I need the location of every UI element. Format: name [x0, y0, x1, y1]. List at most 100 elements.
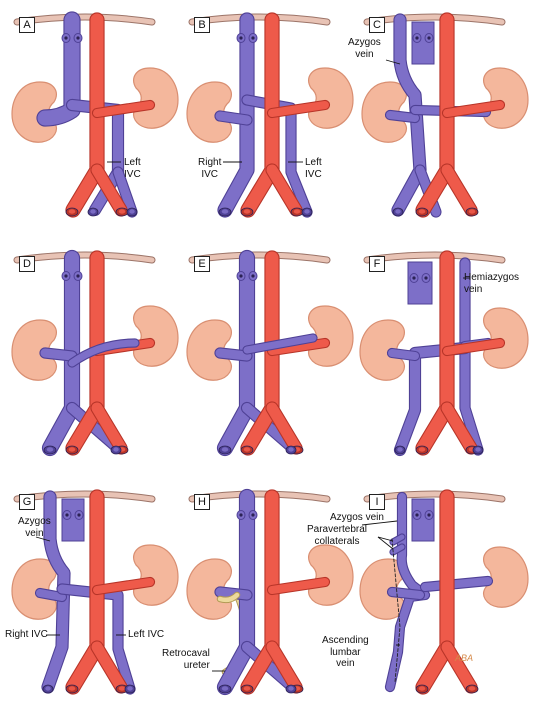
panel-letter-f: F	[369, 256, 385, 272]
panel-g-vein-end-2-lumen	[127, 686, 133, 691]
panel-a-right-kidney	[133, 67, 179, 129]
panel-f-vein-end-1-lumen	[397, 447, 403, 452]
panel-c-vein-end-1-lumen	[395, 209, 401, 214]
panel-h-left-renal-vein	[215, 587, 252, 600]
panel-f-hemiazygos	[460, 258, 483, 455]
panel-f-right-kidney	[483, 307, 529, 369]
panel-h-ureter-top	[217, 592, 240, 603]
panel-b-aorta-iliac-r-end-lumen	[293, 209, 301, 214]
label-retrocaval-ureter-h: Retrocaval ureter	[162, 648, 210, 671]
panel-c-hepatic-r-lumen	[427, 36, 431, 40]
panel-c-right-kidney	[483, 67, 529, 129]
panel-h-right-kidney	[308, 544, 354, 606]
panel-i-aorta-iliac-l-end-lumen	[418, 686, 426, 691]
panel-a-right-renal-artery	[93, 101, 154, 117]
panel-h-vein-end-2-lumen	[288, 686, 294, 691]
panel-a-aorta-right-iliac	[91, 164, 127, 216]
panel-i-leader-collateral-1	[377, 536, 394, 542]
panel-a-aorta-iliac-r-end-lumen	[118, 209, 126, 214]
label-hemiazygos-f: Hemiazygos vein	[464, 272, 520, 295]
panel-c-hepatic-segment	[411, 21, 435, 65]
panel-letter-b: B	[194, 17, 210, 33]
label-right-ivc-g: Right IVC	[5, 629, 48, 640]
label-azygos-c: Azygos vein	[348, 37, 381, 60]
panel-g-left-kidney	[11, 558, 57, 620]
panel-d-retroaortic-renal-vein	[68, 339, 139, 367]
panel-i-leader-collateral-2	[377, 536, 394, 550]
panel-e-left-renal-vein	[215, 348, 252, 361]
panel-i-diaphragm	[364, 491, 505, 502]
panel-f-right-renal-artery	[443, 339, 504, 355]
panel-e-retroaortic-renal-vein	[243, 334, 317, 354]
panel-g-left-renal-vein	[36, 589, 66, 601]
panel-e-vein-end-1-lumen	[221, 447, 229, 452]
panel-h-left-kidney	[186, 558, 232, 620]
panel-d-diaphragm	[14, 252, 155, 263]
panel-c-aorta-iliac-r-end-lumen	[468, 209, 476, 214]
panel-f-left-kidney	[359, 319, 405, 381]
panel-i-hepatic-l-lumen	[415, 513, 419, 517]
panel-i-azygos	[397, 493, 429, 599]
panel-i-leader-azygos	[361, 520, 398, 526]
panel-b-hepatic-l-lumen	[239, 36, 243, 40]
panel-f-diaphragm	[364, 252, 505, 263]
panel-i-hepatic-r-lumen	[427, 513, 431, 517]
label-left-ivc-g: Left IVC	[128, 629, 165, 640]
panel-g-right-kidney	[133, 544, 179, 606]
panel-h-aorta-right-iliac	[266, 641, 302, 693]
panel-a-vein-end-2-lumen	[129, 209, 135, 214]
panel-b-vein-end-1-lumen	[221, 209, 229, 214]
panel-g-hepatic-r-lumen	[77, 513, 81, 517]
panel-letter-d: D	[19, 256, 35, 272]
panel-b-right-renal-artery	[268, 101, 329, 117]
label-left-ivc-b: Left IVC	[305, 157, 322, 180]
panel-f-hepatic-segment	[407, 261, 433, 305]
panel-e-left-kidney	[186, 319, 232, 381]
panel-d-vein-end-1-lumen	[46, 447, 54, 452]
panel-d-vein-end-2-lumen	[113, 447, 119, 452]
panel-c-leader-azygos	[385, 59, 401, 65]
panel-d-right-kidney	[133, 305, 179, 367]
panel-h-vein-end-1-lumen	[221, 686, 229, 691]
panel-i-aorta-iliac-r-end-lumen	[468, 686, 476, 691]
panel-f-vein-end-2-lumen	[475, 447, 481, 452]
panel-b-left-renal-vein	[215, 111, 252, 125]
label-azygos-g: Azygos vein	[18, 516, 51, 539]
artist-signature: ABA	[455, 653, 474, 663]
panel-f-hepatic-r-lumen	[424, 276, 428, 280]
panel-letter-h: H	[194, 494, 210, 510]
panel-i-collateral-1	[390, 534, 405, 545]
panel-b-vein-end-2-lumen	[304, 209, 310, 214]
panel-e-right-renal-artery	[268, 339, 329, 355]
panel-d-hepatic-r-lumen	[76, 274, 80, 278]
panel-a-left-iliac-vein	[113, 167, 137, 217]
panel-d-hepatic-l-lumen	[64, 274, 68, 278]
panel-g-right-ivc	[42, 491, 70, 693]
panel-h-hepatic-r-lumen	[251, 513, 255, 517]
panel-i-dashed-path	[391, 538, 401, 683]
panel-c-right-renal-artery	[443, 101, 504, 117]
panel-a-vein-end-1-lumen	[90, 209, 96, 214]
panel-a-hepatic-l-lumen	[64, 36, 68, 40]
panel-a-diaphragm	[14, 14, 155, 25]
panel-b-right-ivc	[218, 13, 254, 217]
panel-letter-e: E	[194, 256, 210, 272]
panel-i-right-kidney	[483, 546, 529, 608]
panel-h-diaphragm	[189, 491, 330, 502]
panel-c-aorta-iliac-l-end-lumen	[418, 209, 426, 214]
panel-d-aorta-right-iliac	[91, 402, 127, 454]
panel-e-aorta-right-iliac	[266, 402, 302, 454]
panel-e-diaphragm	[189, 252, 330, 263]
panel-f-left-renal-vein	[388, 349, 419, 360]
panel-letter-a: A	[19, 17, 35, 33]
panel-c-hepatic-l-lumen	[415, 36, 419, 40]
panel-h-right-renal-artery	[268, 578, 329, 594]
panel-c-azygos-ivc	[392, 14, 426, 216]
panel-e-vein-end-2-lumen	[288, 447, 294, 452]
panel-h-hepatic-l-lumen	[239, 513, 243, 517]
label-azygos-i: Azygos vein	[330, 512, 384, 523]
panel-d-aorta-iliac-l-end-lumen	[68, 447, 76, 452]
panel-i-right-renal-vein	[421, 577, 492, 591]
panel-c-aorta-right-iliac	[441, 164, 477, 216]
